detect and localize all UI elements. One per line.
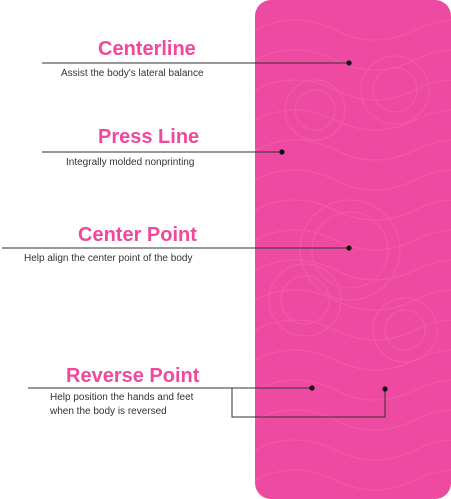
centerline-marker (346, 60, 352, 66)
callout-title-press-line: Press Line (98, 126, 200, 148)
reverse-point-marker-right (382, 386, 388, 392)
callout-title-center-point: Center Point (78, 224, 197, 246)
callout-description-center-point: Help align the center point of the body (24, 253, 193, 264)
mat-texture (255, 19, 451, 491)
callout-description-press-line: Integrally molded nonprinting (66, 157, 195, 168)
reverse-point-marker-left (309, 385, 315, 391)
callout-title-centerline: Centerline (98, 38, 196, 60)
reverse-point-leader-right (231, 388, 386, 418)
callout-description-reverse-point-line2: when the body is reversed (50, 406, 167, 417)
callout-title-reverse-point: Reverse Point (66, 365, 200, 387)
center-point-marker (346, 245, 352, 251)
yoga-mat (255, 0, 451, 499)
callout-description-centerline: Assist the body's lateral balance (61, 68, 204, 79)
callout-description-reverse-point: Help position the hands and feet (50, 392, 194, 403)
press-line-marker (279, 149, 285, 155)
